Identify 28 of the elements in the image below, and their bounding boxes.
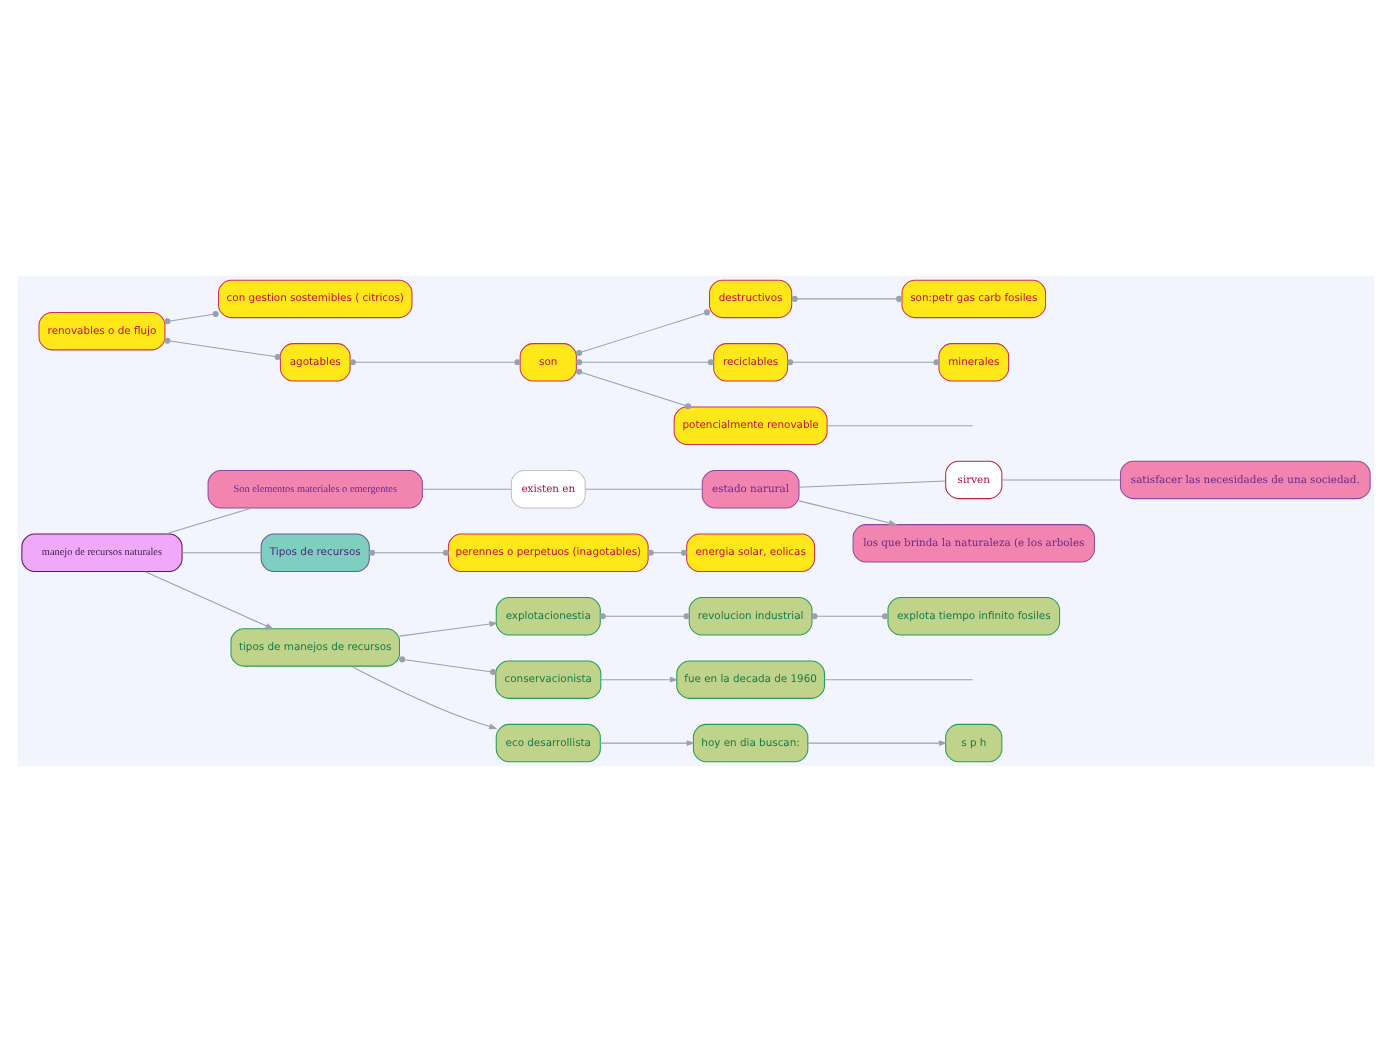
- arrow: [807, 739, 948, 746]
- connector: [811, 612, 889, 619]
- connector: [181, 551, 262, 553]
- connector: [1001, 478, 1121, 480]
- arrow: [600, 675, 679, 682]
- connector: [826, 424, 974, 426]
- connector: [798, 479, 947, 487]
- arrow: [399, 620, 498, 636]
- connector: [791, 294, 903, 301]
- connector: [164, 336, 281, 359]
- arrow: [599, 739, 695, 746]
- arrow: [144, 570, 274, 629]
- connector: [165, 506, 253, 534]
- connector: [369, 548, 449, 555]
- connector: [824, 678, 974, 680]
- connector: [599, 612, 690, 619]
- connector: [647, 548, 687, 555]
- connector: [576, 358, 714, 365]
- connector: [576, 367, 692, 409]
- connector: [576, 308, 710, 355]
- arrow: [798, 499, 898, 525]
- connector: [787, 358, 940, 365]
- connector: [422, 487, 512, 489]
- connector: [164, 309, 219, 324]
- connector: [585, 487, 703, 489]
- connector: [399, 655, 497, 675]
- connector: [349, 358, 521, 365]
- arrow: [350, 664, 498, 729]
